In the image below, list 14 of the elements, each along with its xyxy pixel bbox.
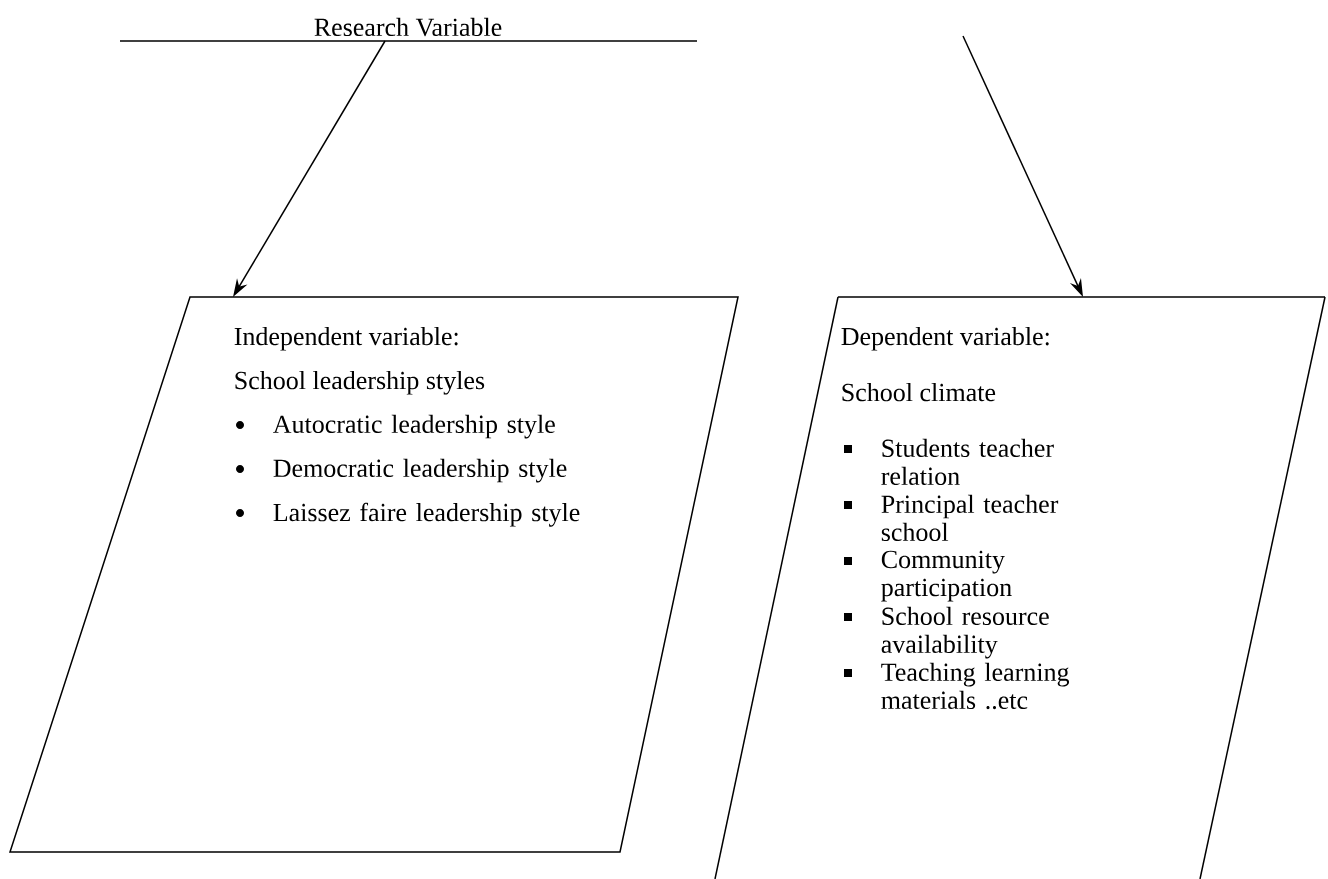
list-item: Laissez faire leadership style [273,502,580,527]
parallelogram-box [714,296,1326,879]
list-item: Students teacher relation [881,438,1054,486]
subheading: School leadership styles [235,370,485,395]
list-item: Democratic leadership style [273,458,567,483]
list-item: Community participation [881,550,1012,602]
underlined-heading: Research Variable [119,17,698,42]
list-item: Principal teacher school [881,494,1059,542]
subheading: School climate [842,382,996,402]
list-item: Teaching learning materials ..etc [881,662,1070,710]
heading: Independent variable: [234,326,458,351]
heading: Dependent variable: [841,326,1049,351]
list-item: School resource availability [881,606,1049,659]
list-item: Autocratic leadership style [273,414,555,439]
